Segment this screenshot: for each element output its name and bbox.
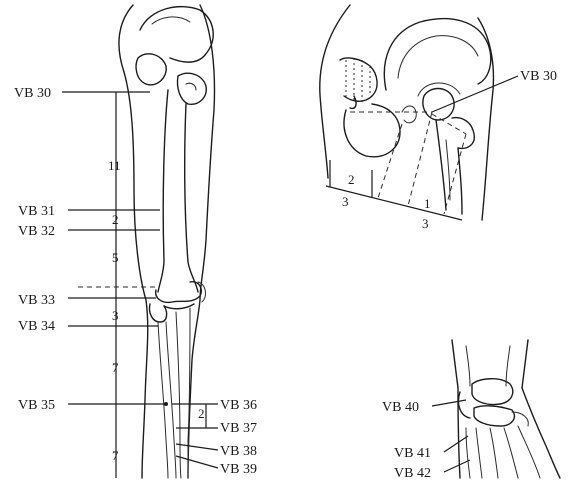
- hip-vb30-label: VB 30: [520, 69, 557, 84]
- iliac-wing: [384, 19, 490, 90]
- metatarsal-2: [476, 428, 482, 478]
- vb40-leader: [432, 400, 466, 406]
- measure-35-lower: 7: [112, 448, 119, 463]
- leg-vb33-label: VB 33: [18, 293, 55, 308]
- femur-shaft-front: [185, 104, 198, 292]
- leg-vb39-label: VB 39: [220, 462, 257, 477]
- hip-dash-5: [378, 124, 402, 198]
- femur-head: [177, 73, 206, 104]
- sacrum-outline: [340, 58, 377, 101]
- hip-femur-shaft-a: [436, 120, 446, 210]
- greater-trochanter: [186, 83, 196, 90]
- hip-femur-shaft-b: [458, 148, 462, 214]
- foot-leg-outline-left: [452, 340, 458, 388]
- ischium: [136, 54, 166, 85]
- hip-right-outline: [478, 18, 493, 220]
- foot-outer-outline: [522, 388, 560, 478]
- metatarsal-4: [504, 428, 518, 478]
- vb41-leader: [444, 436, 468, 452]
- leg-vb30-label: VB 30: [14, 86, 51, 101]
- foot-leg-outline-right: [522, 340, 528, 388]
- vb42-leader: [444, 460, 470, 472]
- iliac-inner: [398, 36, 478, 78]
- cuboid: [474, 406, 514, 426]
- hip-measure-left-bottom: 3: [342, 194, 349, 209]
- measure-31-32: 2: [112, 212, 119, 227]
- foot-tibia: [506, 346, 510, 386]
- pelvis-inner: [152, 17, 190, 24]
- hip-figure: VB 30 2 3 1 3: [320, 5, 557, 231]
- leg-back-outline: [119, 5, 148, 478]
- femur-shaft-back: [158, 90, 168, 292]
- foot-vb41-label: VB 41: [394, 446, 431, 461]
- leg-vb36-label: VB 36: [220, 398, 257, 413]
- metatarsal-1: [466, 428, 470, 478]
- measure-36-37: 2: [198, 406, 205, 421]
- tibia-shaft-back: [176, 312, 181, 478]
- hip-dash-4: [444, 134, 466, 214]
- talus: [472, 379, 513, 405]
- hip-vb30-leader: [432, 76, 518, 112]
- obturator: [402, 106, 416, 123]
- hip-measure-right-bottom: 3: [422, 216, 429, 231]
- foot-figure: VB 40 VB 41 VB 42: [382, 340, 560, 480]
- vb38-leader: [176, 444, 218, 450]
- hip-measure-right-top: 1: [424, 196, 431, 211]
- leg-vb31-label: VB 31: [18, 204, 55, 219]
- leg-vb37-label: VB 37: [220, 421, 257, 436]
- foot-vb42-label: VB 42: [394, 466, 431, 480]
- metatarsal-5: [518, 426, 540, 478]
- fibula-shaft-front: [166, 322, 176, 478]
- measure-thigh-upper: 11: [108, 158, 121, 173]
- calcaneus: [458, 392, 470, 418]
- vb35-point: [164, 402, 168, 406]
- measure-34-35: 7: [112, 360, 119, 375]
- acetabulum: [418, 83, 460, 96]
- ischial-spine: [350, 96, 356, 108]
- hip-dash-2: [408, 112, 432, 206]
- fibula-shaft-back: [158, 322, 168, 478]
- foot-fibula: [466, 346, 470, 386]
- femur-condyles: [156, 282, 202, 303]
- foot-vb40-label: VB 40: [382, 400, 419, 415]
- leg-vb38-label: VB 38: [220, 444, 257, 459]
- vb39-leader: [176, 456, 218, 468]
- hip-measure-left-top: 2: [348, 172, 355, 187]
- leg-vb34-label: VB 34: [18, 319, 55, 334]
- measure-32-33: 5: [112, 250, 119, 265]
- leg-vb32-label: VB 32: [18, 224, 55, 239]
- metatarsal-3: [490, 428, 498, 478]
- hip-body-outline: [320, 5, 350, 178]
- leg-vb35-label: VB 35: [18, 398, 55, 413]
- hip-femur-inner: [446, 140, 450, 200]
- leg-figure: VB 30 VB 31 VB 32 VB 33 VB 34 VB 35 VB 3…: [14, 5, 257, 478]
- measure-33-34: 3: [112, 308, 119, 323]
